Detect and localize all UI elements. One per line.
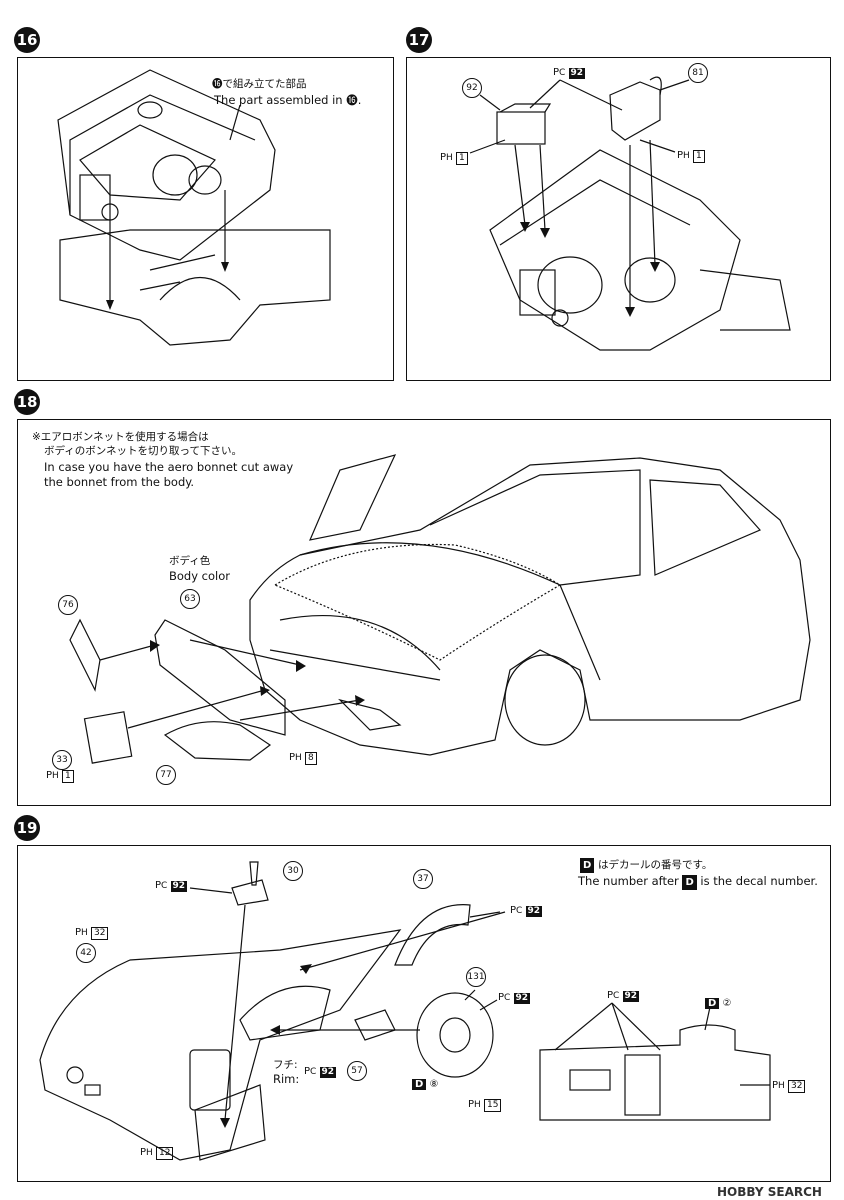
callout-30: 30 (283, 861, 303, 881)
paint-ph-1-left: PH 1 (440, 152, 468, 165)
paint-ph-1-right: PH 1 (677, 150, 705, 163)
watermark: HOBBY SEARCH (717, 1185, 822, 1199)
paint-ph-grille: PH 8 (289, 752, 317, 765)
decal-note-en: The number after D is the decal number. (578, 874, 818, 890)
paint-pc-37: PC 92 (510, 905, 543, 917)
paint-ph-42: PH 32 (75, 927, 109, 940)
body-color-jp: ボディ色 (169, 555, 211, 567)
step-18-note-jp-2: ボディのボンネットを切り取って下さい。 (44, 445, 243, 457)
paint-pc-131: PC 92 (498, 992, 531, 1004)
step-19-number: 19 (14, 815, 40, 841)
callout-76: 76 (58, 595, 78, 615)
step-16-note-en: The part assembled in ⓰. (214, 93, 362, 107)
callout-81: 81 (688, 63, 708, 83)
step-17-number: 17 (406, 27, 432, 53)
callout-92: 92 (462, 78, 482, 98)
callout-37: 37 (413, 869, 433, 889)
callout-77: 77 (156, 765, 176, 785)
rim-label-en: Rim: (273, 1072, 300, 1086)
inset-paint-pc: PC 92 (607, 990, 640, 1002)
callout-57: 57 (347, 1061, 367, 1081)
paint-ph-console: PH 12 (140, 1147, 174, 1160)
callout-131: 131 (466, 967, 486, 987)
step-18-note-en-1: In case you have the aero bonnet cut awa… (44, 460, 294, 474)
body-color-en: Body color (169, 569, 231, 583)
step-16-number: 16 (14, 27, 40, 53)
decal-wheel: D ⑧ (412, 1079, 438, 1090)
paint-ph-33: PH 1 (46, 770, 74, 783)
paint-ph-wheel: PH 15 (468, 1099, 502, 1112)
step-19-panel (17, 845, 831, 1182)
paint-pc-rim: PC 92 (304, 1066, 337, 1078)
callout-63: 63 (180, 589, 200, 609)
inset-decal: D ② (705, 998, 731, 1009)
callout-33: 33 (52, 750, 72, 770)
step-17-panel (406, 57, 831, 381)
step-18-note-en-2: the bonnet from the body. (44, 475, 195, 489)
paint-pc-30: PC 92 (155, 880, 188, 892)
rim-label-jp: フチ: (273, 1059, 298, 1071)
step-18-number: 18 (14, 389, 40, 415)
inset-paint-ph: PH 32 (772, 1080, 806, 1093)
step-16-note-jp: ⓰で組み立てた部品 (212, 78, 307, 90)
callout-42: 42 (76, 943, 96, 963)
step-18-note-jp-1: ※エアロボンネットを使用する場合は (32, 431, 209, 443)
paint-pc-92: PC 92 (553, 67, 586, 79)
decal-note-jp: D はデカールの番号です。 (580, 857, 712, 873)
